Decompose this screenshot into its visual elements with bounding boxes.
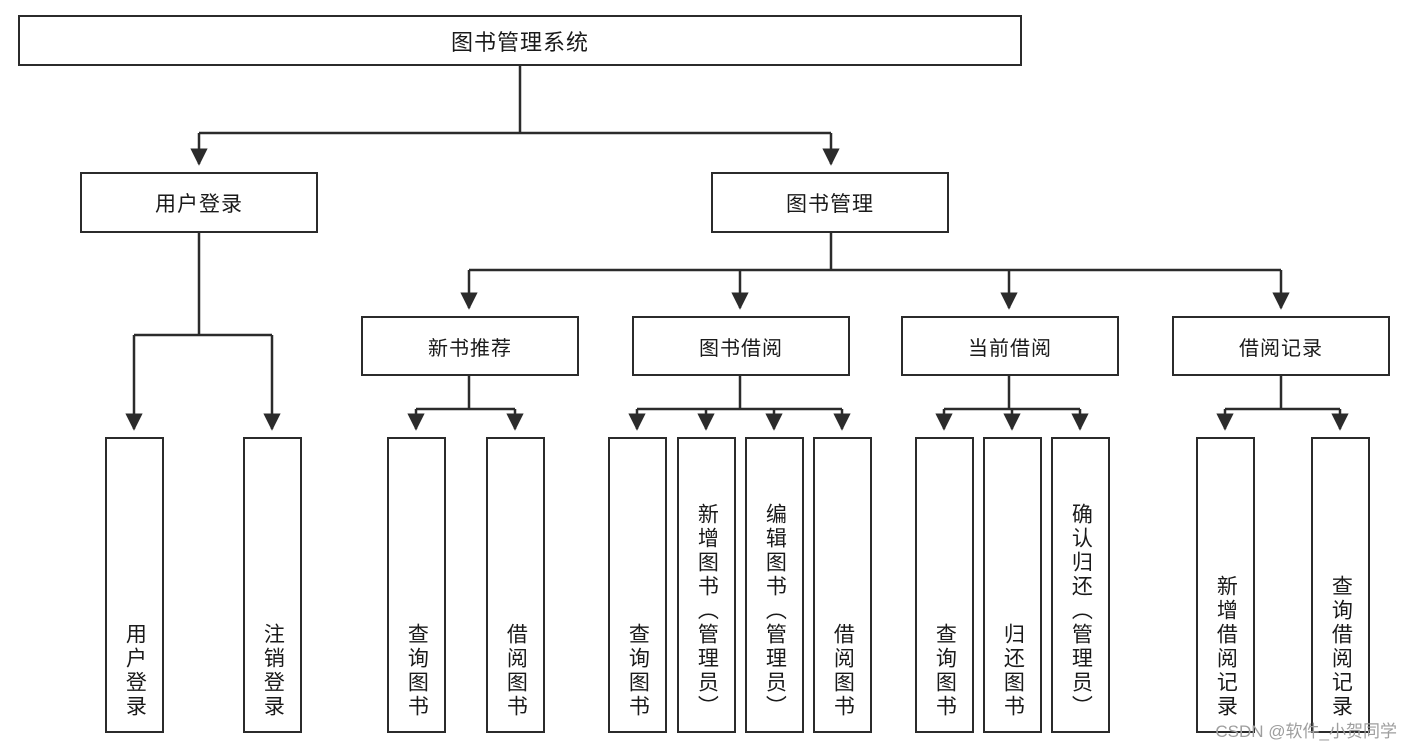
leaf-borrow-add-book[interactable]: 新增图书（管理员）	[677, 437, 736, 733]
leaf-newbook-query-book-label: 查询图书	[405, 623, 429, 719]
node-borrow-records[interactable]: 借阅记录	[1172, 316, 1390, 376]
node-book-management-label: 图书管理	[786, 192, 874, 216]
leaf-current-confirm-return-label: 确认归还（管理员）	[1069, 503, 1093, 719]
node-new-book-recommend-label: 新书推荐	[428, 337, 512, 360]
node-book-borrow[interactable]: 图书借阅	[632, 316, 850, 376]
leaf-borrow-edit-book[interactable]: 编辑图书（管理员）	[745, 437, 804, 733]
node-book-management[interactable]: 图书管理	[711, 172, 949, 233]
leaf-borrow-add-book-label: 新增图书（管理员）	[695, 503, 719, 719]
leaf-records-query-record-label: 查询借阅记录	[1329, 575, 1353, 719]
leaf-user-logout[interactable]: 注销登录	[243, 437, 302, 733]
node-current-borrow-label: 当前借阅	[968, 337, 1052, 360]
node-book-borrow-label: 图书借阅	[699, 337, 783, 360]
leaf-newbook-borrow-book[interactable]: 借阅图书	[486, 437, 545, 733]
leaf-borrow-borrow-book-label: 借阅图书	[831, 623, 855, 719]
leaf-current-return-book-label: 归还图书	[1001, 623, 1025, 719]
leaf-borrow-query-book-label: 查询图书	[626, 623, 650, 719]
leaf-records-query-record[interactable]: 查询借阅记录	[1311, 437, 1370, 733]
leaf-newbook-borrow-book-label: 借阅图书	[504, 623, 528, 719]
leaf-records-add-record[interactable]: 新增借阅记录	[1196, 437, 1255, 733]
node-root-label: 图书管理系统	[450, 29, 589, 55]
leaf-user-login[interactable]: 用户登录	[105, 437, 164, 733]
node-new-book-recommend[interactable]: 新书推荐	[361, 316, 579, 376]
leaf-current-confirm-return[interactable]: 确认归还（管理员）	[1051, 437, 1110, 733]
node-user-login[interactable]: 用户登录	[80, 172, 318, 233]
node-borrow-records-label: 借阅记录	[1239, 337, 1323, 360]
node-user-login-label: 用户登录	[155, 192, 243, 216]
node-current-borrow[interactable]: 当前借阅	[901, 316, 1119, 376]
leaf-borrow-query-book[interactable]: 查询图书	[608, 437, 667, 733]
leaf-current-query-book-label: 查询图书	[933, 623, 957, 719]
node-root[interactable]: 图书管理系统	[18, 15, 1022, 66]
leaf-user-login-label: 用户登录	[123, 623, 147, 719]
leaf-current-query-book[interactable]: 查询图书	[915, 437, 974, 733]
leaf-newbook-query-book[interactable]: 查询图书	[387, 437, 446, 733]
leaf-records-add-record-label: 新增借阅记录	[1214, 575, 1238, 719]
leaf-user-logout-label: 注销登录	[261, 623, 285, 719]
leaf-borrow-borrow-book[interactable]: 借阅图书	[813, 437, 872, 733]
csdn-watermark: CSDN @软件_小贺同学	[1215, 722, 1397, 741]
leaf-borrow-edit-book-label: 编辑图书（管理员）	[763, 503, 787, 719]
leaf-current-return-book[interactable]: 归还图书	[983, 437, 1042, 733]
